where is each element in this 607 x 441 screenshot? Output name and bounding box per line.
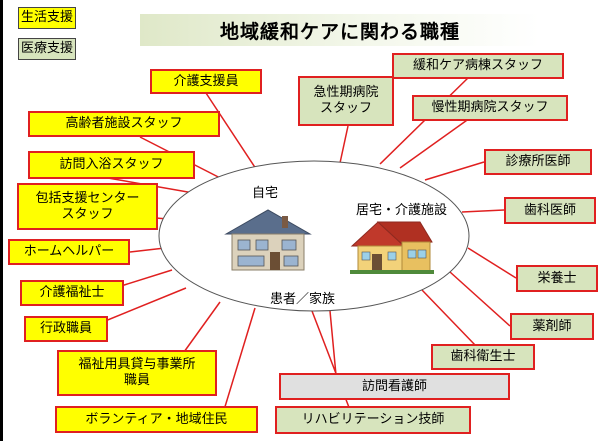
center-label-facility: 居宅・介護施設 [356, 203, 448, 218]
connector-welfare-rental [183, 301, 221, 353]
role-elderly-facility: 高齢者施設スタッフ [28, 111, 220, 137]
role-bath-service: 訪問入浴スタッフ [28, 151, 195, 179]
connector-home-helper [129, 247, 166, 253]
connector-dentist [461, 209, 505, 213]
connector-pharmacist [449, 271, 511, 327]
role-care-worker: 介護福祉士 [20, 280, 124, 306]
role-chronic-hospital: 慢性期病院スタッフ [412, 95, 568, 121]
role-dental-hygienist: 歯科衛生士 [431, 344, 535, 370]
connector-nutritionist [467, 247, 517, 279]
connector-volunteer [223, 307, 256, 411]
connector-care-support [203, 89, 263, 179]
facility-house-icon [350, 221, 434, 274]
role-welfare-rental: 福祉用具貸与事業所 職員 [57, 350, 217, 396]
connector-chronic-hospital [399, 117, 471, 169]
role-acute-hospital: 急性期病院 スタッフ [298, 76, 394, 126]
role-visiting-nurse: 訪問看護師 [279, 373, 510, 400]
center-label-patient: 患者／家族 [270, 292, 336, 307]
role-nutritionist: 栄養士 [516, 265, 598, 292]
legend-life-support: 生活支援 [18, 7, 76, 29]
role-volunteer: ボランティア・地域住民 [55, 406, 258, 433]
legend-medical-support: 医療支援 [18, 38, 76, 60]
role-support-center: 包括支援センター スタッフ [17, 183, 158, 230]
center-label-home: 自宅 [252, 186, 279, 201]
role-clinic-doctor: 診療所医師 [484, 149, 592, 175]
home-house-icon [224, 209, 312, 271]
role-palliative-ward: 緩和ケア病棟スタッフ [392, 53, 564, 79]
left-border [0, 0, 3, 441]
diagram-title: 地域緩和ケアに関わる職種 [140, 14, 540, 46]
role-pharmacist: 薬剤師 [510, 313, 594, 340]
connector-acute-hospital [339, 125, 349, 164]
role-rehab: リハビリテーション技師 [275, 406, 471, 434]
connector-clinic-doctor [424, 161, 485, 181]
role-dentist: 歯科医師 [504, 197, 596, 224]
connector-visiting-nurse [329, 310, 337, 376]
role-home-helper: ホームヘルパー [8, 239, 130, 265]
role-admin-staff: 行政職員 [24, 316, 108, 342]
role-care-support: 介護支援員 [150, 69, 262, 94]
connector-dental-hygienist [421, 289, 477, 347]
